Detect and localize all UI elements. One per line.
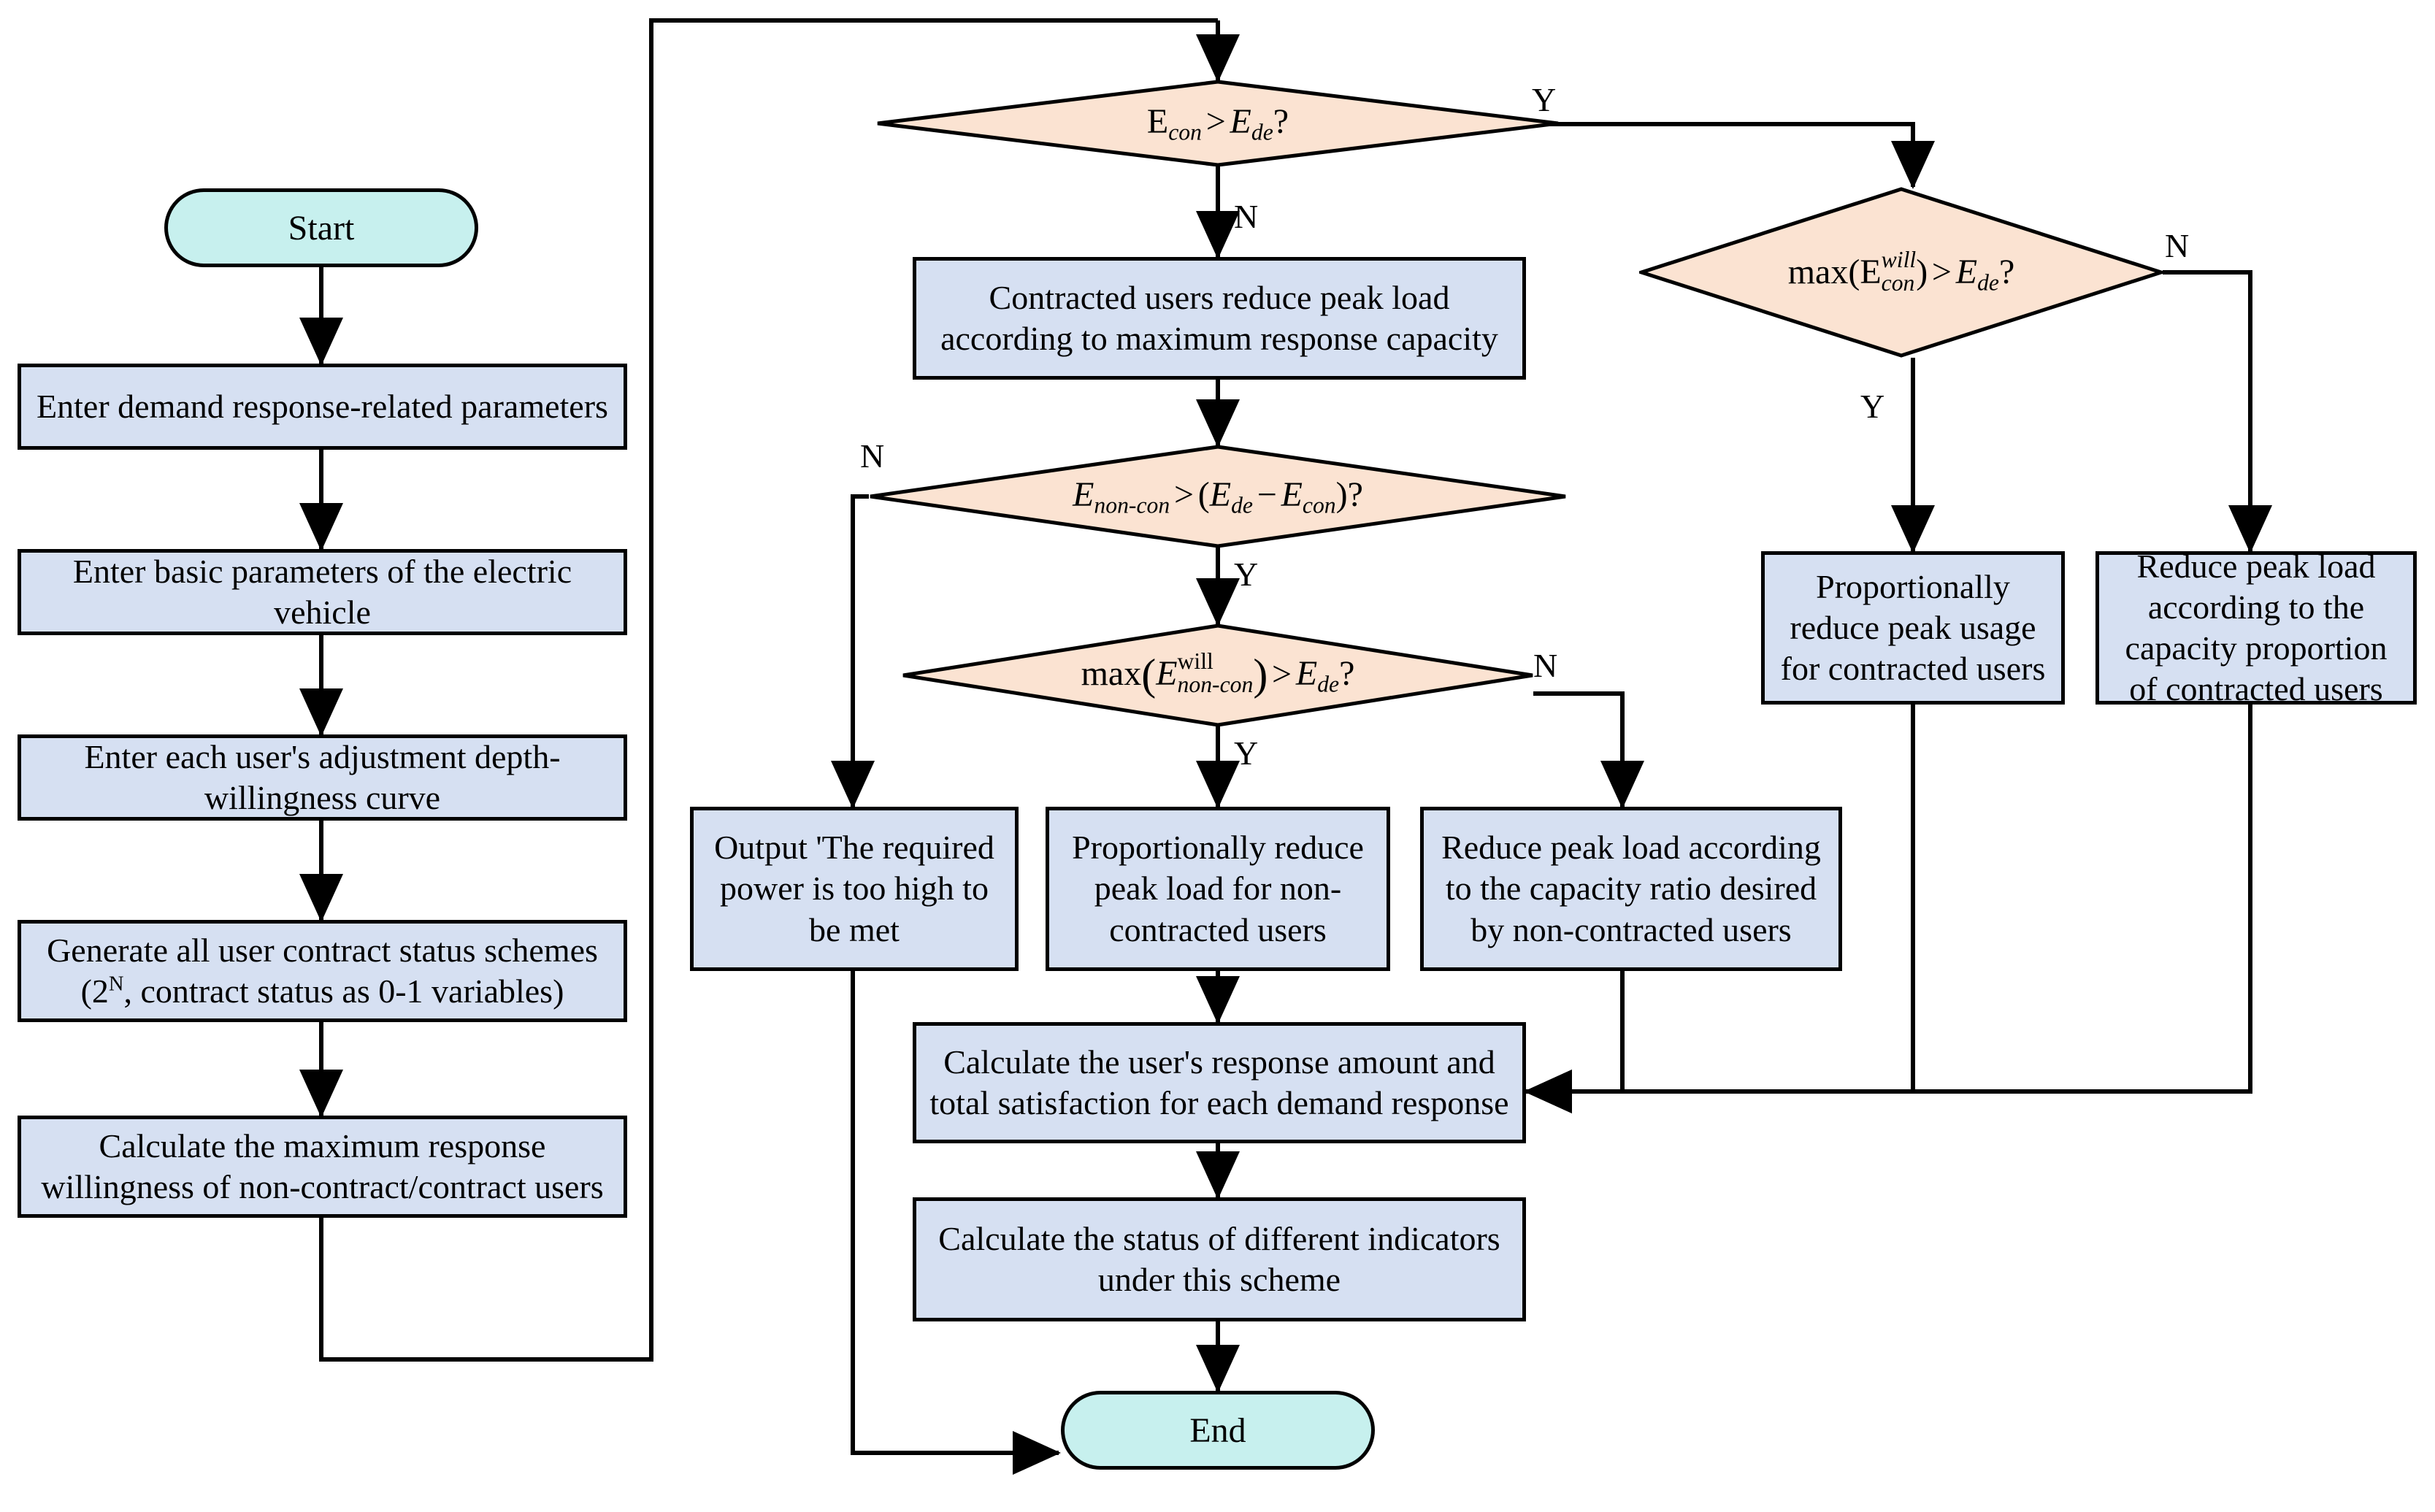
diamond-shape	[1639, 187, 2163, 358]
node-enter-ev-params-label: Enter basic parameters of the electric v…	[72, 552, 572, 631]
diamond-shape	[869, 445, 1567, 548]
node-enter-dr-params[interactable]: Enter demand response-related parameters	[18, 364, 627, 450]
edge-label-d3-no: N	[1533, 647, 1558, 684]
diamond-shape	[902, 624, 1534, 726]
node-enter-ev-params[interactable]: Enter basic parameters of the electric v…	[18, 549, 627, 635]
edge-proportioncon-merge	[1524, 705, 2252, 1113]
edge-label-d4-no: N	[2165, 227, 2190, 264]
node-calc-response-satisfaction[interactable]: Calculate the user's response amount and…	[913, 1022, 1526, 1143]
node-calc-response-satisfaction-label: Calculate the user's response amount and…	[929, 1043, 1509, 1121]
node-enter-willingness-curve[interactable]: Enter each user's adjustment depth-willi…	[18, 734, 627, 821]
node-prop-reduce-contracted[interactable]: Proportionally reduce peak usage for con…	[1761, 551, 2065, 705]
node-prop-reduce-noncontracted-label: Proportionally reduce peak load for non-…	[1072, 829, 1364, 948]
node-start[interactable]: Start	[164, 188, 478, 267]
node-contracted-reduce-peak[interactable]: Contracted users reduce peak load accord…	[913, 257, 1526, 380]
node-decision-econ-gt-ede[interactable]: Econ>Ede?	[876, 80, 1560, 166]
node-reduce-proportion-contracted[interactable]: Reduce peak load according to the capaci…	[2095, 548, 2417, 707]
node-calc-max-willingness[interactable]: Calculate the maximum response willingne…	[18, 1116, 627, 1218]
edge-d3-no	[1533, 691, 1644, 809]
edge-d1-yes	[1515, 122, 1935, 189]
edge-d4-no	[2163, 270, 2272, 553]
node-prop-reduce-noncontracted[interactable]: Proportionally reduce peak load for non-…	[1046, 807, 1390, 971]
edge-ratio-noncon-merge	[1524, 971, 1625, 1113]
node-enter-dr-params-label: Enter demand response-related parameters	[37, 387, 608, 425]
node-output-too-high[interactable]: Output 'The required power is too high t…	[690, 807, 1019, 971]
edge-label-d2-yes: Y	[1234, 556, 1259, 593]
node-end[interactable]: End	[1061, 1391, 1375, 1470]
node-start-label: Start	[288, 208, 355, 247]
node-end-label: End	[1189, 1411, 1246, 1450]
edge-label-d1-yes: Y	[1532, 81, 1557, 118]
node-generate-schemes[interactable]: Generate all user contract status scheme…	[18, 920, 627, 1022]
edge-label-d1-no: N	[1234, 198, 1259, 235]
node-prop-reduce-contracted-label: Proportionally reduce peak usage for con…	[1780, 567, 2046, 688]
edge-label-d4-yes: Y	[1860, 388, 1885, 425]
node-contracted-reduce-peak-label: Contracted users reduce peak load accord…	[940, 278, 1498, 357]
decision-d2-text: Enon-con>(Ede−Econ)?	[1073, 475, 1363, 518]
edge-label-d3-yes: Y	[1234, 734, 1259, 772]
node-reduce-ratio-noncontracted[interactable]: Reduce peak load according to the capaci…	[1420, 807, 1842, 971]
node-calc-indicators[interactable]: Calculate the status of different indica…	[913, 1197, 1526, 1321]
node-reduce-proportion-contracted-label: Reduce peak load according to the capaci…	[2125, 547, 2388, 708]
node-generate-schemes-label: Generate all user contract status scheme…	[47, 931, 598, 1010]
edge-d2-no	[831, 494, 875, 809]
edge-label-d2-no: N	[860, 437, 885, 475]
edge-output-to-end	[851, 971, 1061, 1475]
edge-calcmax-to-d1-top	[319, 18, 1218, 1362]
node-output-too-high-label: Output 'The required power is too high t…	[714, 829, 994, 948]
node-decision-enoncon-gt-diff[interactable]: Enon-con>(Ede−Econ)?	[869, 445, 1567, 548]
node-calc-max-willingness-label: Calculate the maximum response willingne…	[41, 1127, 604, 1205]
diamond-shape	[876, 80, 1560, 166]
node-reduce-ratio-noncontracted-label: Reduce peak load according to the capaci…	[1441, 829, 1821, 948]
decision-d1-text: Econ>Ede?	[1146, 101, 1289, 145]
node-calc-indicators-label: Calculate the status of different indica…	[938, 1219, 1500, 1298]
node-enter-willingness-curve-label: Enter each user's adjustment depth-willi…	[84, 737, 561, 816]
